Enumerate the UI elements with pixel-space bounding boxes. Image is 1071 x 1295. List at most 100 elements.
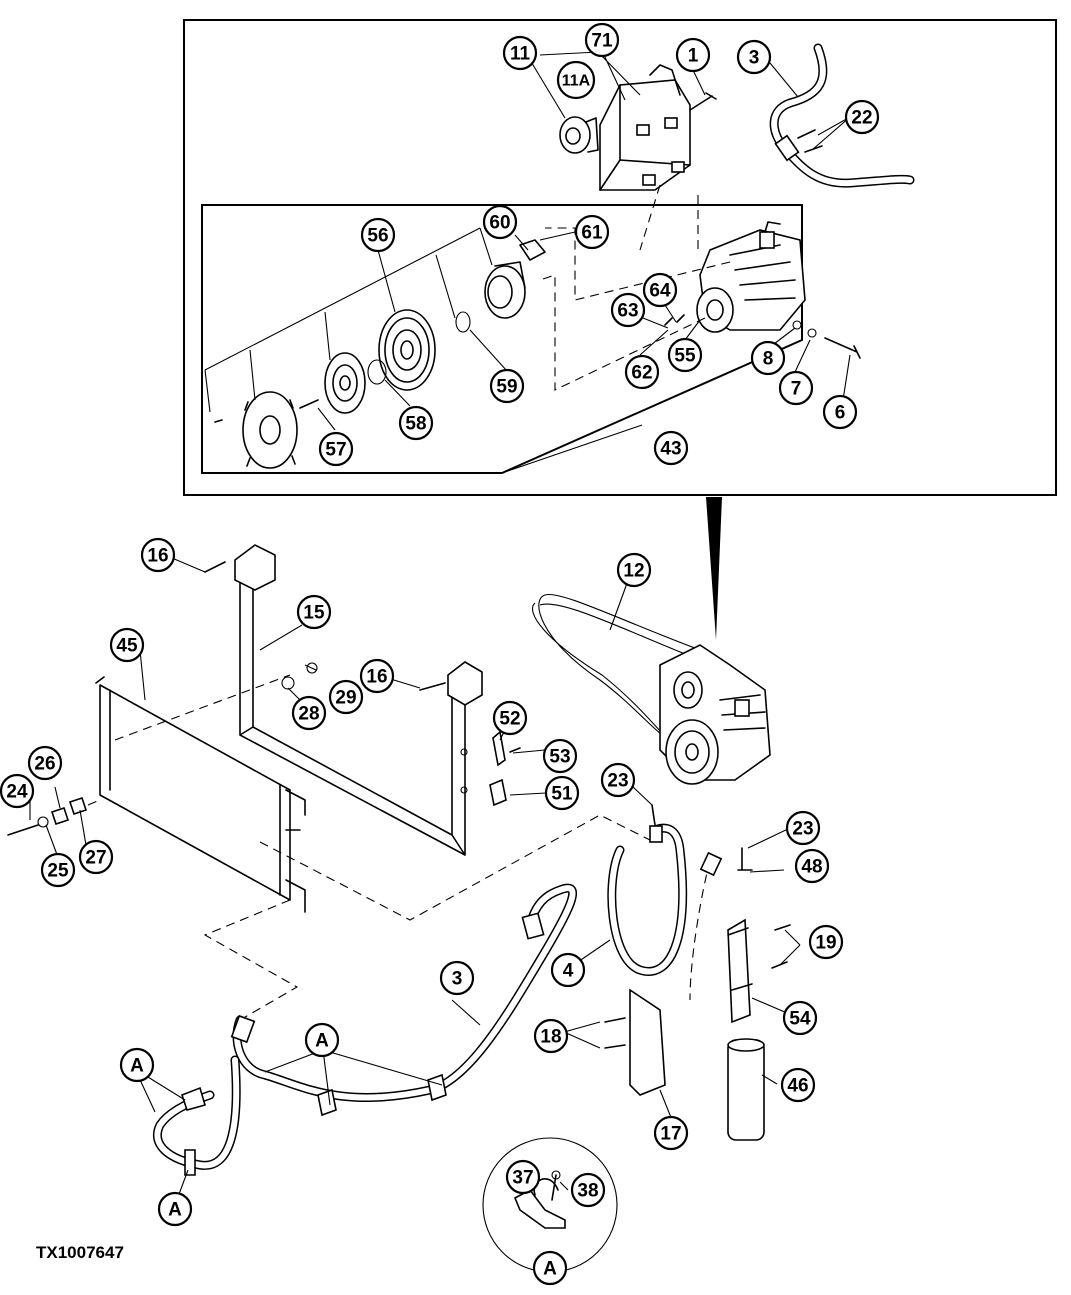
callout-circle — [533, 1018, 569, 1054]
callout-62: 62 — [624, 354, 660, 390]
callout-circle — [157, 1191, 193, 1227]
callout-label: 8 — [763, 349, 774, 370]
callout-1: 1 — [675, 37, 711, 73]
callout-27: 27 — [78, 839, 114, 875]
callout-circle — [610, 292, 646, 328]
callout-a2: A — [304, 1022, 340, 1058]
callout-label: 22 — [851, 108, 872, 129]
callout-circle — [439, 960, 475, 996]
clips-51-52 — [489, 730, 521, 807]
callout-label: A — [315, 1031, 329, 1052]
callout-45: 45 — [109, 627, 145, 663]
group-bracket-43 — [204, 227, 493, 413]
callout-57: 57 — [318, 431, 354, 467]
callout-circle — [653, 430, 689, 466]
bolt-6 — [824, 337, 861, 359]
callout-label: 53 — [549, 747, 570, 768]
callout-label: 16 — [366, 667, 387, 688]
callout-label: A — [543, 1259, 557, 1280]
callout-circle — [736, 39, 772, 75]
fasteners-62-64 — [664, 314, 685, 326]
callout-label: A — [168, 1200, 182, 1221]
callout-label: 54 — [789, 1009, 811, 1030]
compressor-bracket — [599, 64, 691, 191]
callout-label: 1 — [688, 46, 699, 67]
callout-circle — [492, 700, 528, 736]
callout-circle — [570, 1172, 606, 1208]
callout-15: 15 — [296, 594, 332, 630]
callout-circle — [794, 848, 830, 884]
callout-12: 12 — [616, 552, 652, 588]
callout-circle — [505, 1159, 541, 1195]
nut-29 — [306, 662, 318, 674]
callout-circle — [808, 924, 844, 960]
callout-circle — [502, 35, 538, 71]
callout-label: 57 — [325, 440, 346, 461]
callout-56: 56 — [360, 217, 396, 253]
callout-16b: 16 — [359, 658, 395, 694]
callout-63: 63 — [610, 292, 646, 328]
callout-label: 28 — [298, 704, 319, 725]
callout-label: 62 — [631, 363, 652, 384]
callout-circle — [544, 775, 580, 811]
callout-label: 26 — [34, 754, 55, 775]
compressor-main — [659, 644, 771, 785]
clutch-shims — [324, 352, 366, 414]
callout-label: 58 — [405, 414, 426, 435]
bolt-16a — [204, 561, 226, 573]
callout-29: 29 — [328, 679, 364, 715]
callout-48: 48 — [794, 848, 830, 884]
callout-3-bottom: 3 — [439, 960, 475, 996]
callout-circle — [398, 405, 434, 441]
callout-circle — [778, 370, 814, 406]
callout-23b: 23 — [785, 810, 821, 846]
leader-lines — [29, 51, 851, 1206]
callout-circle — [624, 354, 660, 390]
snap-ring-59 — [455, 311, 471, 333]
callout-55: 55 — [667, 337, 703, 373]
callout-circle — [642, 272, 678, 308]
callout-circle — [574, 214, 610, 250]
callout-label: A — [130, 1056, 144, 1077]
callout-circle — [328, 679, 364, 715]
callout-circle — [359, 658, 395, 694]
clutch-hub-plate — [214, 391, 298, 469]
ring-58 — [367, 359, 387, 385]
callout-label: 23 — [607, 771, 628, 792]
callout-circle — [782, 1000, 818, 1036]
callout-19: 19 — [808, 924, 844, 960]
callout-a1: A — [119, 1047, 155, 1083]
callout-circle — [109, 627, 145, 663]
callout-71: 71 — [584, 22, 620, 58]
callout-circle — [600, 762, 636, 798]
callout-circle — [616, 552, 652, 588]
callout-53: 53 — [542, 738, 578, 774]
connector-60 — [519, 239, 546, 261]
callout-label: 45 — [116, 636, 138, 657]
callout-label: 7 — [791, 379, 802, 400]
callout-label: 37 — [512, 1168, 533, 1189]
callout-label: 61 — [581, 223, 603, 244]
callout-label: 48 — [801, 857, 822, 878]
callout-label: 38 — [577, 1181, 598, 1202]
callout-28: 28 — [291, 695, 327, 731]
callout-52: 52 — [492, 700, 528, 736]
callout-circle — [360, 217, 396, 253]
callout-17: 17 — [653, 1115, 689, 1151]
callout-circle — [482, 204, 518, 240]
callout-51: 51 — [544, 775, 580, 811]
callout-circle — [27, 745, 63, 781]
clutch-pulley — [378, 309, 436, 391]
callout-label: 17 — [660, 1124, 681, 1145]
callout-label: 27 — [85, 848, 106, 869]
callout-circle — [119, 1047, 155, 1083]
washer-8 — [792, 320, 802, 330]
callout-circle — [304, 1022, 340, 1058]
callout-11a: 11A — [556, 60, 596, 100]
hose-4 — [607, 804, 723, 1001]
callout-label: 18 — [540, 1027, 561, 1048]
callout-label: 16 — [147, 546, 168, 567]
hose-3-lower — [153, 883, 578, 1176]
callout-18: 18 — [533, 1018, 569, 1054]
callout-label: 63 — [617, 301, 638, 322]
